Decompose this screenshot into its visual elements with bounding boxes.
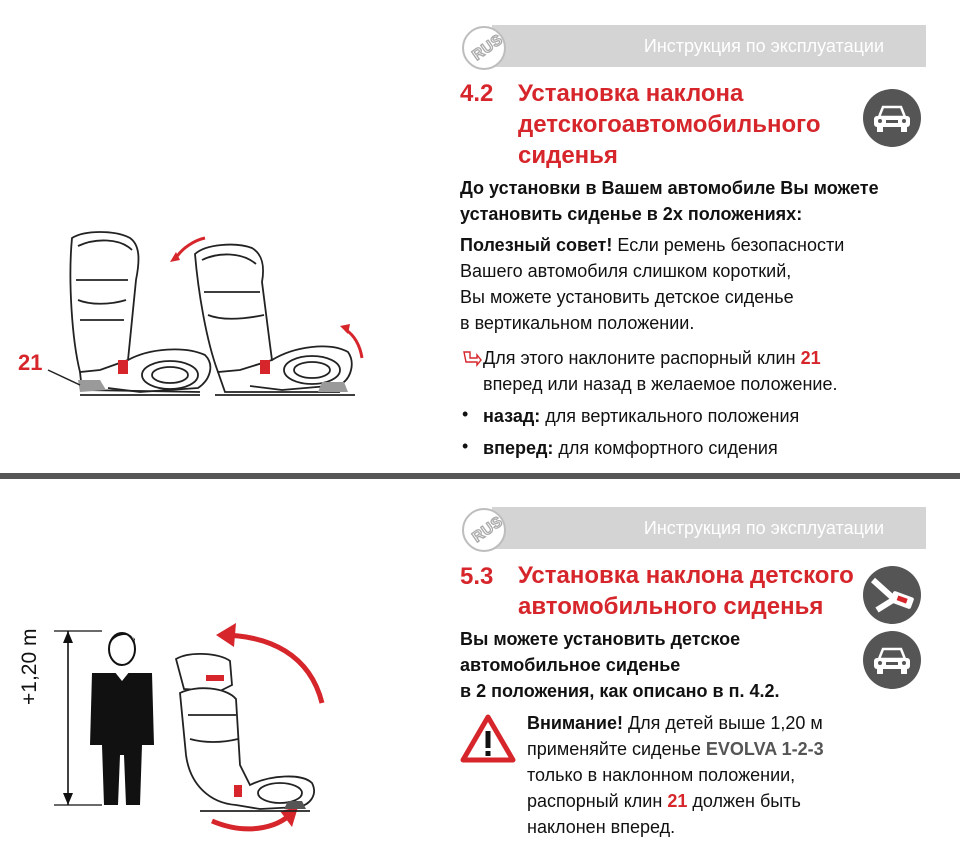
section1-header-text: Инструкция по эксплуатации <box>643 36 884 56</box>
section1-title: Установка наклона детскогоавтомобильного… <box>518 80 821 169</box>
bullet-2: вперед: для комфортного сидения <box>483 438 778 458</box>
section1-header-bar: Инструкция по эксплуатации <box>492 25 926 67</box>
instruction-arrow-icon <box>462 349 482 372</box>
bullet-1-marker: • <box>462 404 469 424</box>
height-seat-figure <box>40 615 340 835</box>
warning-triangle-icon <box>460 714 516 769</box>
car-front-icon <box>863 89 921 147</box>
car-front-icon <box>863 631 921 689</box>
section1-tip: Полезный совет! Если ремень безопасности… <box>460 235 845 333</box>
height-label: +1,20 m <box>18 628 41 705</box>
figure-label-21: 21 <box>18 350 43 375</box>
section2-title: Установка наклона детского автомобильног… <box>518 562 854 620</box>
seatbelt-icon <box>863 566 921 624</box>
section2-number: 5.3 <box>460 563 494 590</box>
bullet-1: назад: для вертикального положения <box>483 406 800 426</box>
language-badge: RUS <box>462 508 507 552</box>
section2-warning: Внимание! Для детей выше 1,20 м применяй… <box>527 713 824 837</box>
bullet-2-marker: • <box>462 436 469 456</box>
seat-recline-figure <box>10 220 380 410</box>
section2-header-bar: Инструкция по эксплуатации <box>492 507 926 549</box>
section1-intro: До установки в Вашем автомобиле Вы может… <box>460 178 879 224</box>
section1-instruction: Для этого наклоните распорный клин 21 вп… <box>483 348 838 394</box>
language-badge: RUS <box>462 26 507 70</box>
section2-intro: Вы можете установить детское автомобильн… <box>460 629 780 701</box>
section-divider <box>0 473 960 479</box>
section2-header-text: Инструкция по эксплуатации <box>643 518 884 538</box>
section1-number: 4.2 <box>460 80 494 107</box>
